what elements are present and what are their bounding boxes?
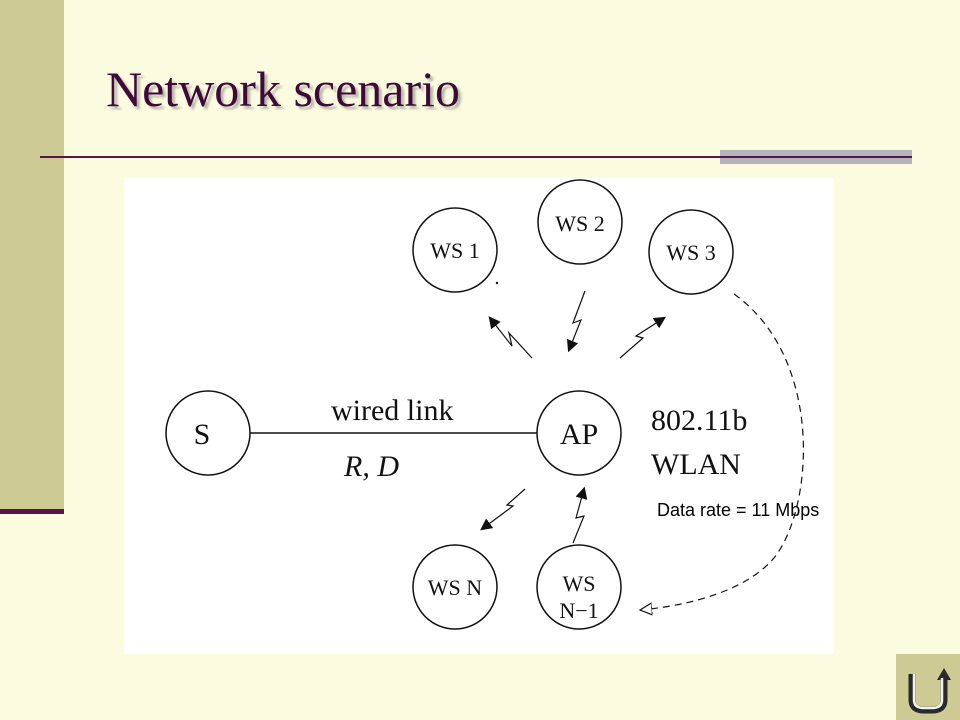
node-wsn-circle bbox=[412, 544, 498, 630]
left-sidebar-bar bbox=[0, 0, 64, 510]
lightning-arrow-ws2 bbox=[566, 290, 586, 353]
stray-dot bbox=[495, 281, 499, 285]
lightning-arrow-ws3 bbox=[619, 316, 667, 359]
node-ap-label: AP bbox=[560, 418, 598, 451]
lightning-arrow-wsn bbox=[480, 488, 526, 531]
node-wsn-label: WS N bbox=[428, 575, 483, 600]
node-ap: AP bbox=[536, 390, 622, 476]
node-ws1-label: WS 1 bbox=[430, 238, 480, 263]
node-ws3-circle bbox=[648, 209, 734, 295]
node-ws3-label: WS 3 bbox=[666, 240, 716, 265]
node-wsn1: WS N−1 bbox=[536, 544, 622, 630]
node-s-label: S bbox=[194, 418, 211, 451]
node-wsn1-label-line2: N−1 bbox=[559, 598, 598, 623]
network-diagram-svg: WS 1 WS 2 WS 3 S AP bbox=[165, 179, 804, 630]
title-rule bbox=[40, 156, 912, 158]
network-diagram: WS 1 WS 2 WS 3 S AP bbox=[124, 178, 834, 654]
lightning-arrow-ws1 bbox=[488, 316, 533, 359]
node-wsn: WS N bbox=[412, 544, 498, 630]
wired-link-params: R, D bbox=[343, 450, 399, 483]
wired-link-label: wired link bbox=[331, 394, 453, 427]
node-ws1: WS 1 bbox=[412, 207, 498, 293]
lightning-arrow-wsn1 bbox=[572, 486, 588, 544]
network-label: WLAN bbox=[651, 448, 741, 481]
left-sidebar-underline bbox=[0, 509, 64, 514]
return-arrow-icon bbox=[908, 668, 951, 714]
node-ws1-circle bbox=[412, 207, 498, 293]
node-ws2-label: WS 2 bbox=[555, 211, 605, 236]
standard-label: 802.11b bbox=[651, 404, 747, 437]
node-ws3: WS 3 bbox=[648, 209, 734, 295]
node-ws2: WS 2 bbox=[537, 179, 623, 265]
page-title: Network scenario bbox=[106, 61, 461, 117]
node-s: S bbox=[165, 390, 251, 476]
return-button[interactable] bbox=[896, 654, 960, 720]
title-rule-accent bbox=[720, 150, 912, 164]
data-rate-caption: Data rate = 11 Mbps bbox=[657, 500, 820, 520]
node-wsn1-label-line1: WS bbox=[563, 571, 596, 596]
dashed-curve-ws3-to-wsn1 bbox=[640, 293, 804, 610]
node-wsn1-circle bbox=[536, 544, 622, 630]
node-ws2-circle bbox=[537, 179, 623, 265]
